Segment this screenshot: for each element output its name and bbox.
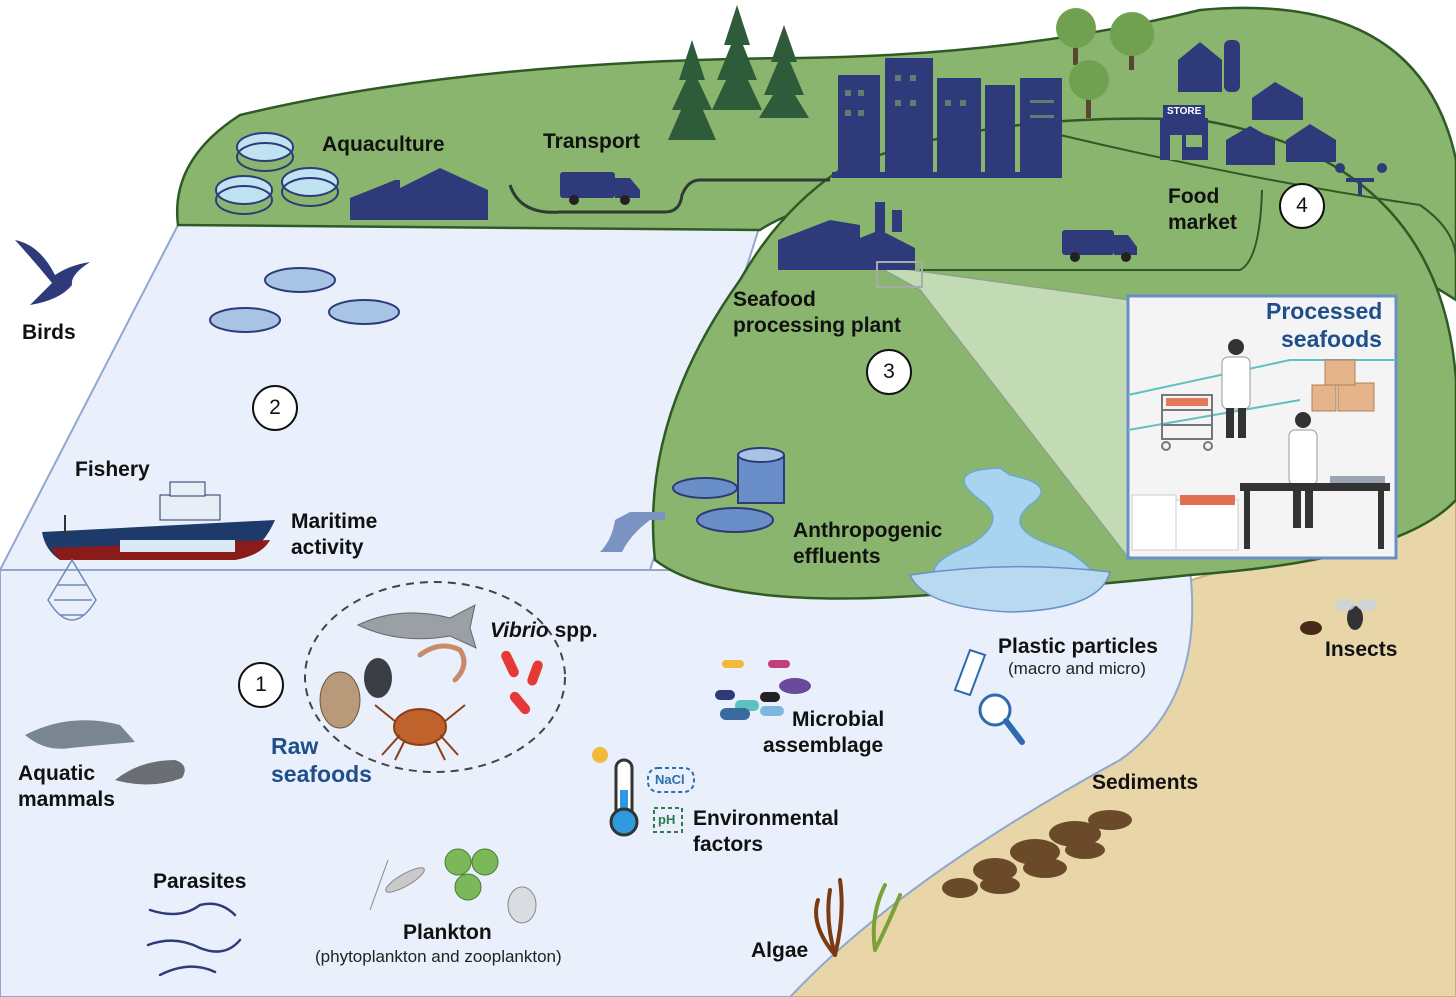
tree-icon xyxy=(1056,8,1154,118)
label-aquatic-2: mammals xyxy=(18,788,115,811)
wastewater-plant-icon xyxy=(672,447,785,533)
label-aquatic-1: Aquatic xyxy=(18,762,96,785)
outfall-pipe-icon xyxy=(600,512,665,552)
house-icon xyxy=(1178,40,1336,165)
worm-icon xyxy=(146,902,242,977)
van-icon xyxy=(1062,230,1137,262)
fish-tank-icon xyxy=(209,267,400,333)
van-icon xyxy=(560,172,640,205)
tree-icon xyxy=(668,5,809,140)
road-line xyxy=(1059,134,1456,261)
step-2-marker: 2 xyxy=(252,385,298,431)
label-microbial-2: assemblage xyxy=(763,734,884,757)
vibrio-suffix: spp. xyxy=(548,619,598,642)
label-transport: Transport xyxy=(543,130,640,153)
nacl-label: NaCl xyxy=(655,772,685,787)
bacteria-icon xyxy=(501,650,543,715)
fish-tank-icon xyxy=(215,132,339,215)
label-microbial-1: Microbial xyxy=(792,708,885,731)
bacteria-icon xyxy=(715,660,811,720)
plastic-bottle-icon xyxy=(953,648,987,697)
label-maritime-1: Maritime xyxy=(291,510,378,533)
zoom-wedge xyxy=(874,264,1131,563)
magnifier-icon xyxy=(978,693,1025,745)
label-plankton-sub: (phytoplankton and zooplankton) xyxy=(315,947,562,966)
label-processed-2: seafoods xyxy=(1281,326,1382,352)
warehouse-icon xyxy=(350,168,488,220)
oyster-icon xyxy=(319,658,392,729)
label-raw-2: seafoods xyxy=(271,761,372,787)
label-vibrio: Vibrio spp. xyxy=(490,618,598,644)
river-pool xyxy=(908,565,1111,613)
fly-icon xyxy=(1300,599,1377,635)
label-aquaculture: Aquaculture xyxy=(322,133,445,156)
trolley-icon xyxy=(1161,394,1213,451)
label-food-market-1: Food xyxy=(1168,185,1220,208)
packing-table xyxy=(1240,483,1390,491)
fishing-ship-icon xyxy=(42,481,275,560)
box-icon xyxy=(1311,359,1375,412)
daphnia-icon xyxy=(507,886,537,924)
worker-icon xyxy=(1288,412,1318,528)
step-1-marker: 1 xyxy=(238,662,284,708)
ph-badge xyxy=(653,807,683,833)
bird-icon xyxy=(15,240,90,305)
label-environmental-2: factors xyxy=(693,833,764,856)
raw-seafood-boundary xyxy=(304,581,566,773)
vibrio-genus: Vibrio xyxy=(490,619,549,642)
fishing-net-icon xyxy=(47,558,97,621)
fish-icon xyxy=(356,604,477,649)
dining-table-icon xyxy=(1335,163,1387,196)
label-processed-1: Processed xyxy=(1266,298,1383,324)
processed-seafoods-inset xyxy=(1126,294,1398,560)
store-icon xyxy=(1160,118,1208,160)
factory-icon xyxy=(778,202,923,288)
label-sediments: Sediments xyxy=(1092,771,1199,794)
step-4-marker: 4 xyxy=(1279,183,1325,229)
label-seafood-plant-1: Seafood xyxy=(733,288,816,311)
city-buildings-icon xyxy=(832,58,1062,178)
label-fishery: Fishery xyxy=(75,458,150,481)
step-3-marker: 3 xyxy=(866,349,912,395)
label-seafood-plant-2: processing plant xyxy=(733,314,902,337)
crate xyxy=(1175,499,1239,551)
transport-road xyxy=(508,178,830,214)
worker-icon xyxy=(1221,339,1251,438)
label-birds: Birds xyxy=(22,321,76,344)
nacl-badge xyxy=(647,767,695,793)
shrimp-icon xyxy=(417,643,467,683)
store-sign: STORE xyxy=(1163,105,1206,118)
road-to-plant xyxy=(920,189,1263,271)
crate xyxy=(1131,494,1177,551)
label-plankton: Plankton xyxy=(403,921,492,944)
sediment-icon xyxy=(942,810,1132,898)
seal-icon xyxy=(115,760,185,785)
label-maritime-2: activity xyxy=(291,536,364,559)
label-algae: Algae xyxy=(751,939,809,962)
dolphin-icon xyxy=(25,720,135,749)
sun-icon xyxy=(592,747,608,763)
seaweed-icon xyxy=(814,878,902,957)
phytoplankton-icon xyxy=(444,848,499,901)
copepod-icon xyxy=(369,859,425,911)
label-anthropogenic-1: Anthropogenic xyxy=(793,519,943,542)
thermometer-icon xyxy=(609,758,639,837)
label-plastic-sub: (macro and micro) xyxy=(1008,659,1146,678)
label-environmental-1: Environmental xyxy=(693,807,839,830)
label-raw-1: Raw xyxy=(271,733,319,759)
label-insects: Insects xyxy=(1325,638,1398,661)
label-anthropogenic-2: effluents xyxy=(793,545,881,568)
crab-icon xyxy=(374,704,466,761)
label-food-market-2: market xyxy=(1168,211,1237,234)
ph-label: pH xyxy=(658,812,676,827)
label-plastic: Plastic particles xyxy=(998,635,1158,658)
label-parasites: Parasites xyxy=(153,870,247,893)
